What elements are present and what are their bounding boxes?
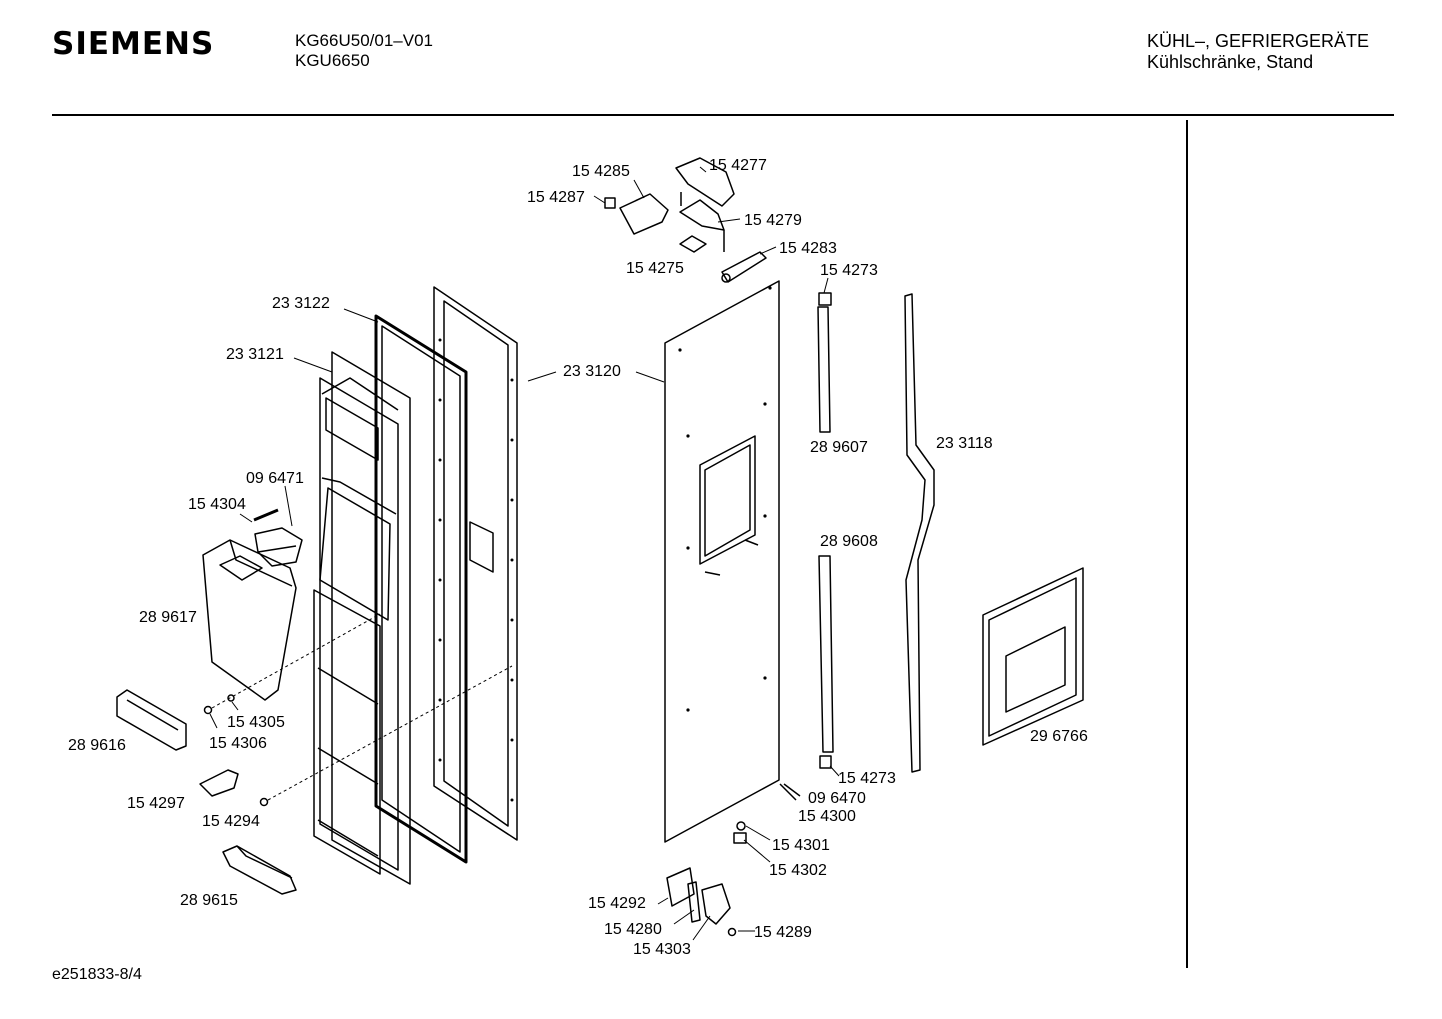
part-label: 15 4306 [209,735,267,752]
part-label: 15 4302 [769,862,827,879]
part-label: 15 4294 [202,813,260,830]
door-gasket [374,314,468,864]
part-label: 15 4280 [604,921,662,938]
top-hinge-assembly [604,157,767,283]
part-label: 23 3122 [272,295,330,312]
small-screws [203,694,269,807]
document-id: e251833-8/4 [52,966,142,983]
part-label: 23 3120 [563,363,621,380]
part-label: 28 9608 [820,533,878,550]
part-label: 28 9617 [139,609,197,626]
part-label: 15 4301 [772,837,830,854]
door-frame-gasket [433,286,518,841]
category-subtitle: Kühlschränke, Stand [1147,52,1314,72]
part-label: 28 9616 [68,737,126,754]
tray-bottom [116,689,187,751]
side-divider [1186,120,1188,968]
leader-lines [209,166,840,941]
handle-bracket [222,845,297,895]
dispenser-housing [202,539,297,701]
side-strip-lower [818,555,834,769]
clip-part [199,769,239,797]
part-label: 15 4304 [188,496,246,513]
part-label: 15 4287 [527,189,585,206]
outer-door-panel [664,280,780,843]
part-label: 15 4273 [820,262,878,279]
category-title: KÜHL–, GEFRIERGERÄTE [1147,31,1370,51]
side-strip-upper [817,292,832,433]
pin-part [253,508,279,522]
assembly-lines [211,613,513,801]
dispenser-panel [982,567,1084,746]
model-number: KG66U50/01–V01 [295,31,433,50]
dispenser-cup [254,527,303,567]
part-label: 23 3121 [226,346,284,363]
part-label: 15 4285 [572,163,630,180]
bottom-hinge-assembly [666,783,801,937]
header-divider [52,114,1394,116]
part-labels: 15 4285 15 4277 15 4287 15 4279 15 4283 … [68,157,1088,958]
gasket-strip [904,293,935,773]
brand-logo: SIEMENS [52,26,215,62]
part-label: 15 4273 [838,770,896,787]
part-label: 15 4292 [588,895,646,912]
part-label: 29 6766 [1030,728,1088,745]
part-label: 15 4305 [227,714,285,731]
part-label: 15 4297 [127,795,185,812]
part-label: 15 4275 [626,260,684,277]
part-label: 09 6470 [808,790,866,807]
part-label: 28 9607 [810,439,868,456]
part-label: 15 4300 [798,808,856,825]
part-label: 23 3118 [936,435,993,452]
part-label: 15 4277 [709,157,767,174]
part-label: 15 4283 [779,240,837,257]
model-info: KG66U50/01–V01 KGU6650 [295,31,433,71]
part-label: 28 9615 [180,892,238,909]
part-label: 15 4303 [633,941,691,958]
model-code: KGU6650 [295,51,370,70]
part-label: 15 4289 [754,924,812,941]
category-info: KÜHL–, GEFRIERGERÄTE Kühlschränke, Stand [1147,31,1369,73]
part-label: 15 4279 [744,212,802,229]
inner-door-liner [313,351,411,885]
part-label: 09 6471 [246,470,304,487]
